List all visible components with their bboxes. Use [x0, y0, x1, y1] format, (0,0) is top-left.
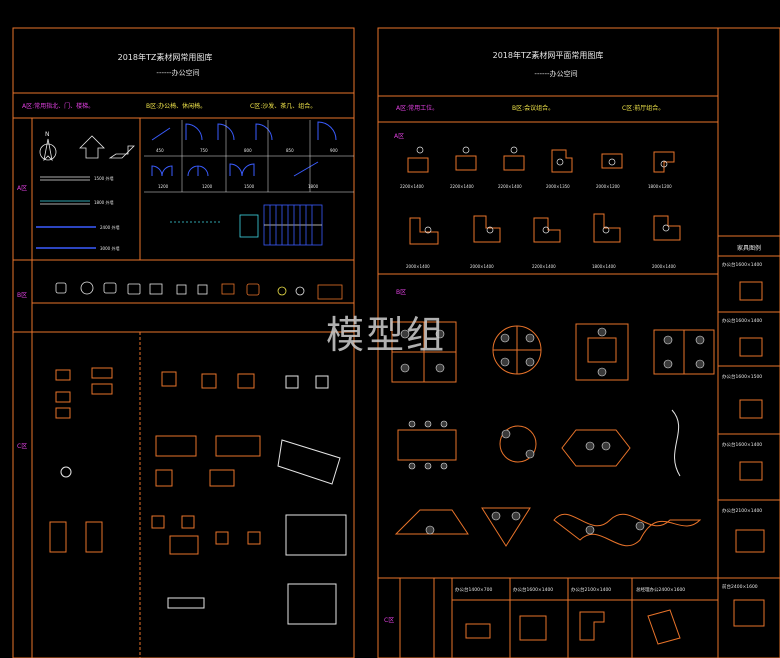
door-symbols [151, 121, 337, 177]
bottom-label-4: 总经理办公2400×1600 [636, 586, 685, 593]
left-sheet [12, 27, 355, 658]
chair-symbols-row [55, 281, 343, 300]
north-label: N [45, 131, 50, 138]
desk-row2-label-5: 2000×1400 [652, 264, 676, 269]
wall-label-1: 1500 外墙 [94, 175, 113, 181]
bottom-labels: 办公台1400×700 办公台1600×1400 办公台2100×1400 总经… [455, 586, 685, 593]
desk-row1-label-2: 2200×1400 [450, 184, 474, 189]
side-item-label-3: 办公台1600×1500 [722, 373, 762, 380]
sofa-symbols [49, 367, 347, 625]
desk-row1-label-1: 2200×1400 [400, 184, 424, 189]
wall-label-3: 2400 外墙 [100, 224, 119, 230]
right-header-a: A区:常用工位。 [396, 104, 438, 112]
left-row-c-label: C区 [17, 443, 27, 450]
side-legend-title: 家具图例 [737, 244, 761, 252]
right-header-c: C区:前厅组合。 [622, 104, 664, 112]
desk-row1-label-5: 2000×1200 [596, 184, 620, 189]
bottom-desk-symbols [465, 609, 681, 645]
desk-row1-labels: 2200×1400 2200×1400 2200×1400 2000×1350 … [400, 184, 672, 189]
door-size-6: 1200 [158, 184, 169, 189]
left-subtitle: ------办公空间 [156, 68, 199, 77]
side-item-label-2: 办公台1600×1400 [722, 317, 762, 324]
door-size-9: 1800 [308, 184, 319, 189]
wall-label-4: 3000 外墙 [100, 245, 119, 251]
north-arrow-icon: N [39, 131, 57, 162]
side-item-label-6: 前台2400×1600 [722, 583, 758, 590]
side-item-label-1: 办公台1600×1400 [722, 261, 762, 268]
left-header-b: B区:办公椅、休闲椅。 [146, 102, 206, 110]
stair-plan-icon [170, 204, 323, 246]
desk-row2-labels: 2000×1400 2000×1400 2200×1400 1800×1400 … [406, 264, 676, 269]
desk-row1-label-6: 1800×1200 [648, 184, 672, 189]
door-size-4: 850 [286, 148, 294, 153]
workstation-symbols [407, 149, 681, 245]
stair-down-arrow-icon [108, 145, 135, 159]
door-size-1: 450 [156, 148, 164, 153]
door-grid [144, 120, 354, 193]
right-title: 2018年TZ素材网平面常用图库 [493, 50, 604, 60]
right-row-a-label: A区 [394, 133, 404, 140]
right-sheet [377, 27, 780, 658]
stair-up-arrow-icon [79, 135, 105, 159]
right-sheet-border [377, 27, 780, 658]
left-row-b-label: B区 [17, 292, 27, 299]
door-size-3: 800 [244, 148, 252, 153]
side-item-label-5: 办公台2100×1400 [722, 507, 762, 514]
meeting-group-symbols [391, 321, 715, 547]
desk-row1-label-3: 2200×1400 [498, 184, 522, 189]
wall-symbols: 1500 外墙 1800 外墙 2400 外墙 3000 外墙 [36, 175, 119, 251]
side-legend-labels: 办公台1600×1400 办公台1600×1400 办公台1600×1500 办… [722, 261, 762, 590]
door-size-labels: 450 750 800 850 900 1200 1200 1500 1800 [156, 148, 338, 189]
left-sheet-border [12, 27, 355, 658]
workstation-chairs [416, 146, 670, 234]
left-header-c: C区:沙发、茶几、组合。 [250, 102, 316, 110]
door-size-8: 1500 [244, 184, 255, 189]
wall-label-2: 1800 外墙 [94, 199, 113, 205]
desk-row2-label-3: 2200×1400 [532, 264, 556, 269]
desk-row1-label-4: 2000×1350 [546, 184, 570, 189]
desk-row2-label-4: 1800×1400 [592, 264, 616, 269]
bottom-label-2: 办公台1600×1400 [513, 586, 553, 593]
right-subtitle: ------办公空间 [534, 69, 577, 78]
desk-row2-label-1: 2000×1400 [406, 264, 430, 269]
door-size-5: 900 [330, 148, 338, 153]
right-row-c-label: C区 [384, 617, 394, 624]
side-legend-symbols [733, 281, 765, 627]
left-title: 2018年TZ素材网常用图库 [118, 52, 213, 62]
door-size-7: 1200 [202, 184, 213, 189]
bottom-label-3: 办公台2100×1400 [571, 586, 611, 593]
left-header-a: A区:常用指北、门、楼梯。 [22, 102, 94, 110]
right-header-b: B区:会议组合。 [512, 104, 554, 112]
meeting-chairs [400, 327, 705, 535]
left-row-a-label: A区 [17, 185, 27, 192]
desk-row2-label-2: 2000×1400 [470, 264, 494, 269]
bottom-label-1: 办公台1400×700 [455, 586, 492, 593]
door-size-2: 750 [200, 148, 208, 153]
side-item-label-4: 办公台1600×1400 [722, 441, 762, 448]
watermark: 模型组 [326, 313, 447, 357]
right-row-b-label: B区 [396, 289, 406, 296]
